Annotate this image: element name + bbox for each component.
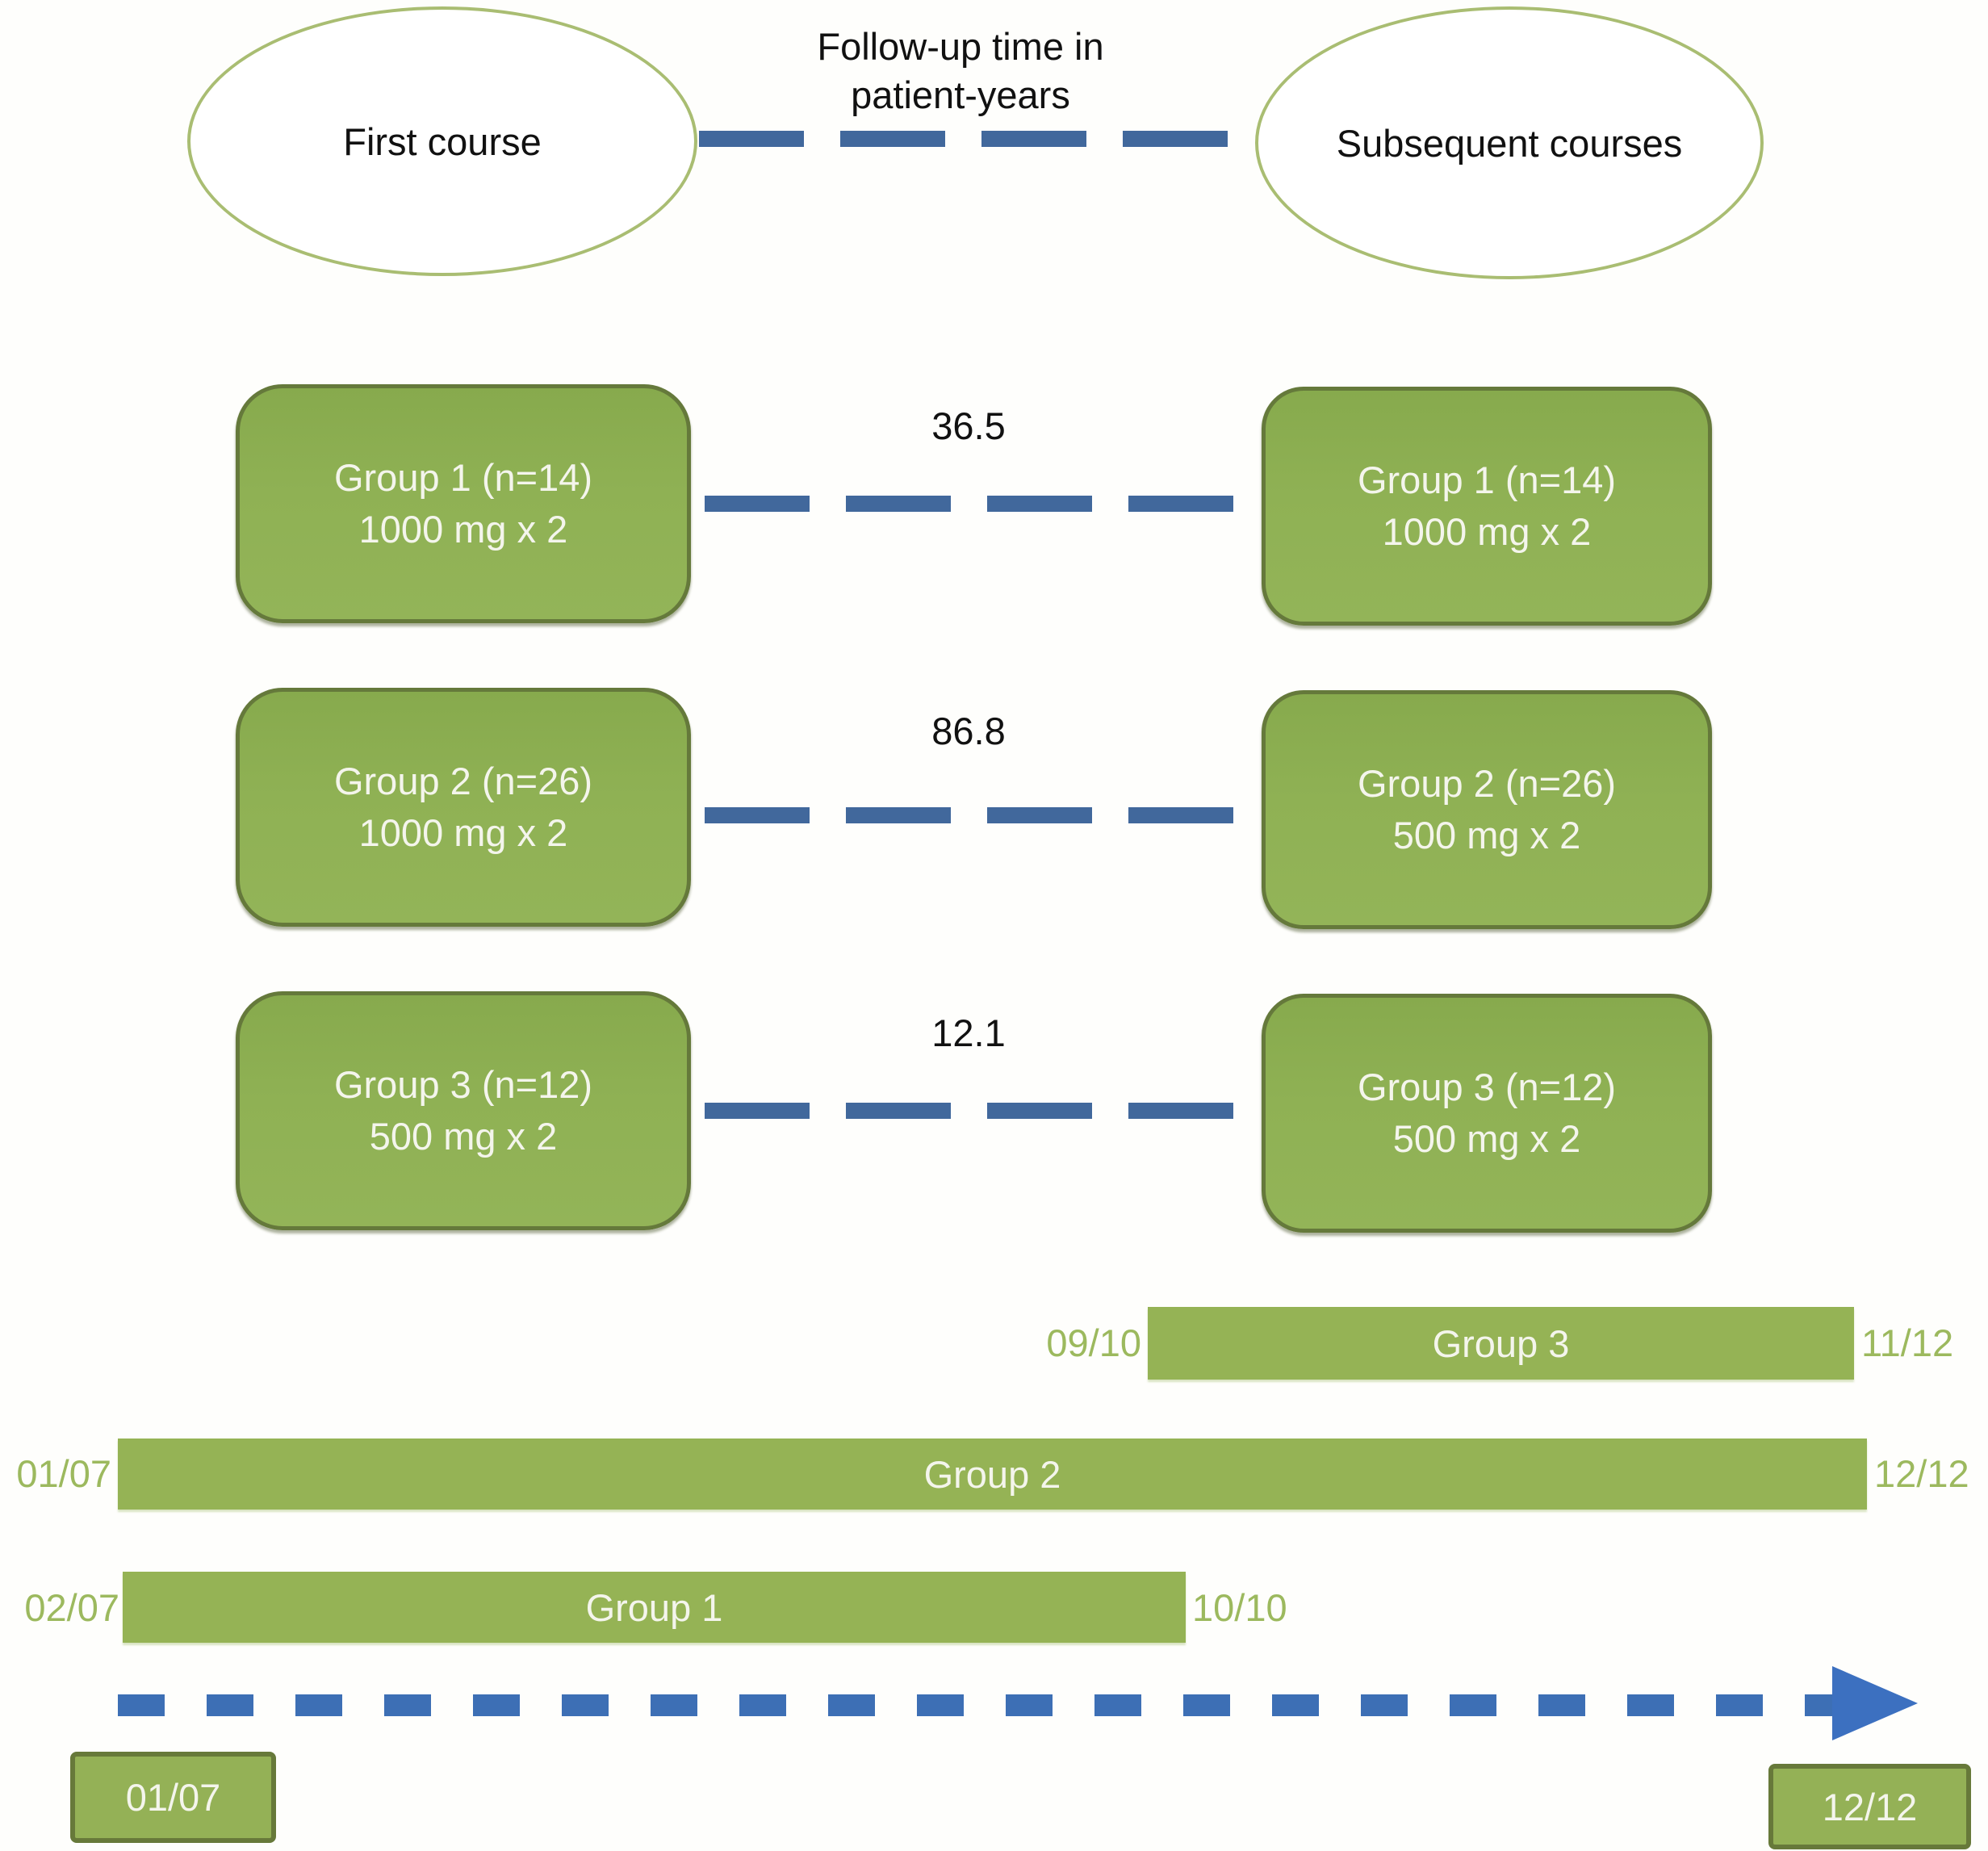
- group3-first-course-box: Group 3 (n=12) 500 mg x 2: [236, 991, 691, 1230]
- group2-first-line1: Group 2 (n=26): [333, 760, 593, 802]
- first-course-ellipse: First course: [187, 6, 697, 276]
- group3-subsequent-course-box: Group 3 (n=12) 500 mg x 2: [1262, 994, 1712, 1233]
- group1-first-course-box: Group 1 (n=14) 1000 mg x 2: [236, 384, 691, 623]
- group1-first-line2: 1000 mg x 2: [358, 508, 568, 551]
- group3-first-line1: Group 3 (n=12): [333, 1063, 593, 1106]
- axis-start-date-box: 01/07: [70, 1752, 276, 1843]
- axis-start-date: 01/07: [125, 1776, 221, 1819]
- group3-timeline-bar: Group 3: [1148, 1307, 1854, 1380]
- followup-title: Follow-up time in patient-years: [710, 23, 1211, 119]
- group1-subsequent-course-box: Group 1 (n=14) 1000 mg x 2: [1262, 387, 1712, 626]
- group1-followup-value: 36.5: [931, 404, 1006, 447]
- group1-bar-label: Group 1: [585, 1585, 723, 1629]
- followup-title-line1: Follow-up time in: [817, 25, 1104, 68]
- group3-bar-start-date: 09/10: [1046, 1321, 1141, 1364]
- group2-subsequent-line2: 500 mg x 2: [1392, 814, 1581, 856]
- group3-bar-end-date: 11/12: [1861, 1321, 1954, 1364]
- axis-end-date-box: 12/12: [1768, 1764, 1971, 1849]
- group1-first-line1: Group 1 (n=14): [333, 456, 593, 499]
- group3-bar-label: Group 3: [1432, 1321, 1570, 1365]
- axis-end-date: 12/12: [1822, 1785, 1918, 1828]
- group2-first-line2: 1000 mg x 2: [358, 811, 568, 854]
- group1-bar-end-date: 10/10: [1192, 1586, 1287, 1629]
- group3-subsequent-line1: Group 3 (n=12): [1357, 1066, 1617, 1108]
- group3-subsequent-line2: 500 mg x 2: [1392, 1117, 1581, 1160]
- followup-title-line2: patient-years: [851, 73, 1070, 116]
- group1-bar-start-date: 02/07: [24, 1586, 119, 1629]
- group2-subsequent-line1: Group 2 (n=26): [1357, 762, 1617, 805]
- group1-timeline-bar: Group 1: [123, 1572, 1186, 1643]
- group1-dashed-connector: [705, 496, 1237, 512]
- group2-followup-value: 86.8: [931, 710, 1006, 752]
- header-dashed-connector: [699, 131, 1248, 147]
- time-axis-dashed-line: [118, 1694, 1832, 1716]
- subsequent-courses-label: Subsequent courses: [1336, 121, 1683, 165]
- group2-subsequent-course-box: Group 2 (n=26) 500 mg x 2: [1262, 690, 1712, 929]
- group2-dashed-connector: [705, 807, 1237, 823]
- group2-timeline-bar: Group 2: [118, 1439, 1867, 1510]
- group1-subsequent-line2: 1000 mg x 2: [1382, 510, 1592, 553]
- group2-bar-label: Group 2: [923, 1452, 1061, 1496]
- group2-bar-end-date: 12/12: [1874, 1452, 1969, 1495]
- group2-bar-start-date: 01/07: [16, 1452, 111, 1495]
- subsequent-courses-ellipse: Subsequent courses: [1255, 6, 1764, 279]
- group3-dashed-connector: [705, 1103, 1237, 1119]
- group1-subsequent-line1: Group 1 (n=14): [1357, 459, 1617, 501]
- group3-first-line2: 500 mg x 2: [369, 1115, 558, 1158]
- group3-followup-value: 12.1: [931, 1011, 1006, 1054]
- first-course-label: First course: [343, 119, 542, 163]
- group2-first-course-box: Group 2 (n=26) 1000 mg x 2: [236, 688, 691, 927]
- time-axis-arrowhead-icon: [1832, 1666, 1918, 1740]
